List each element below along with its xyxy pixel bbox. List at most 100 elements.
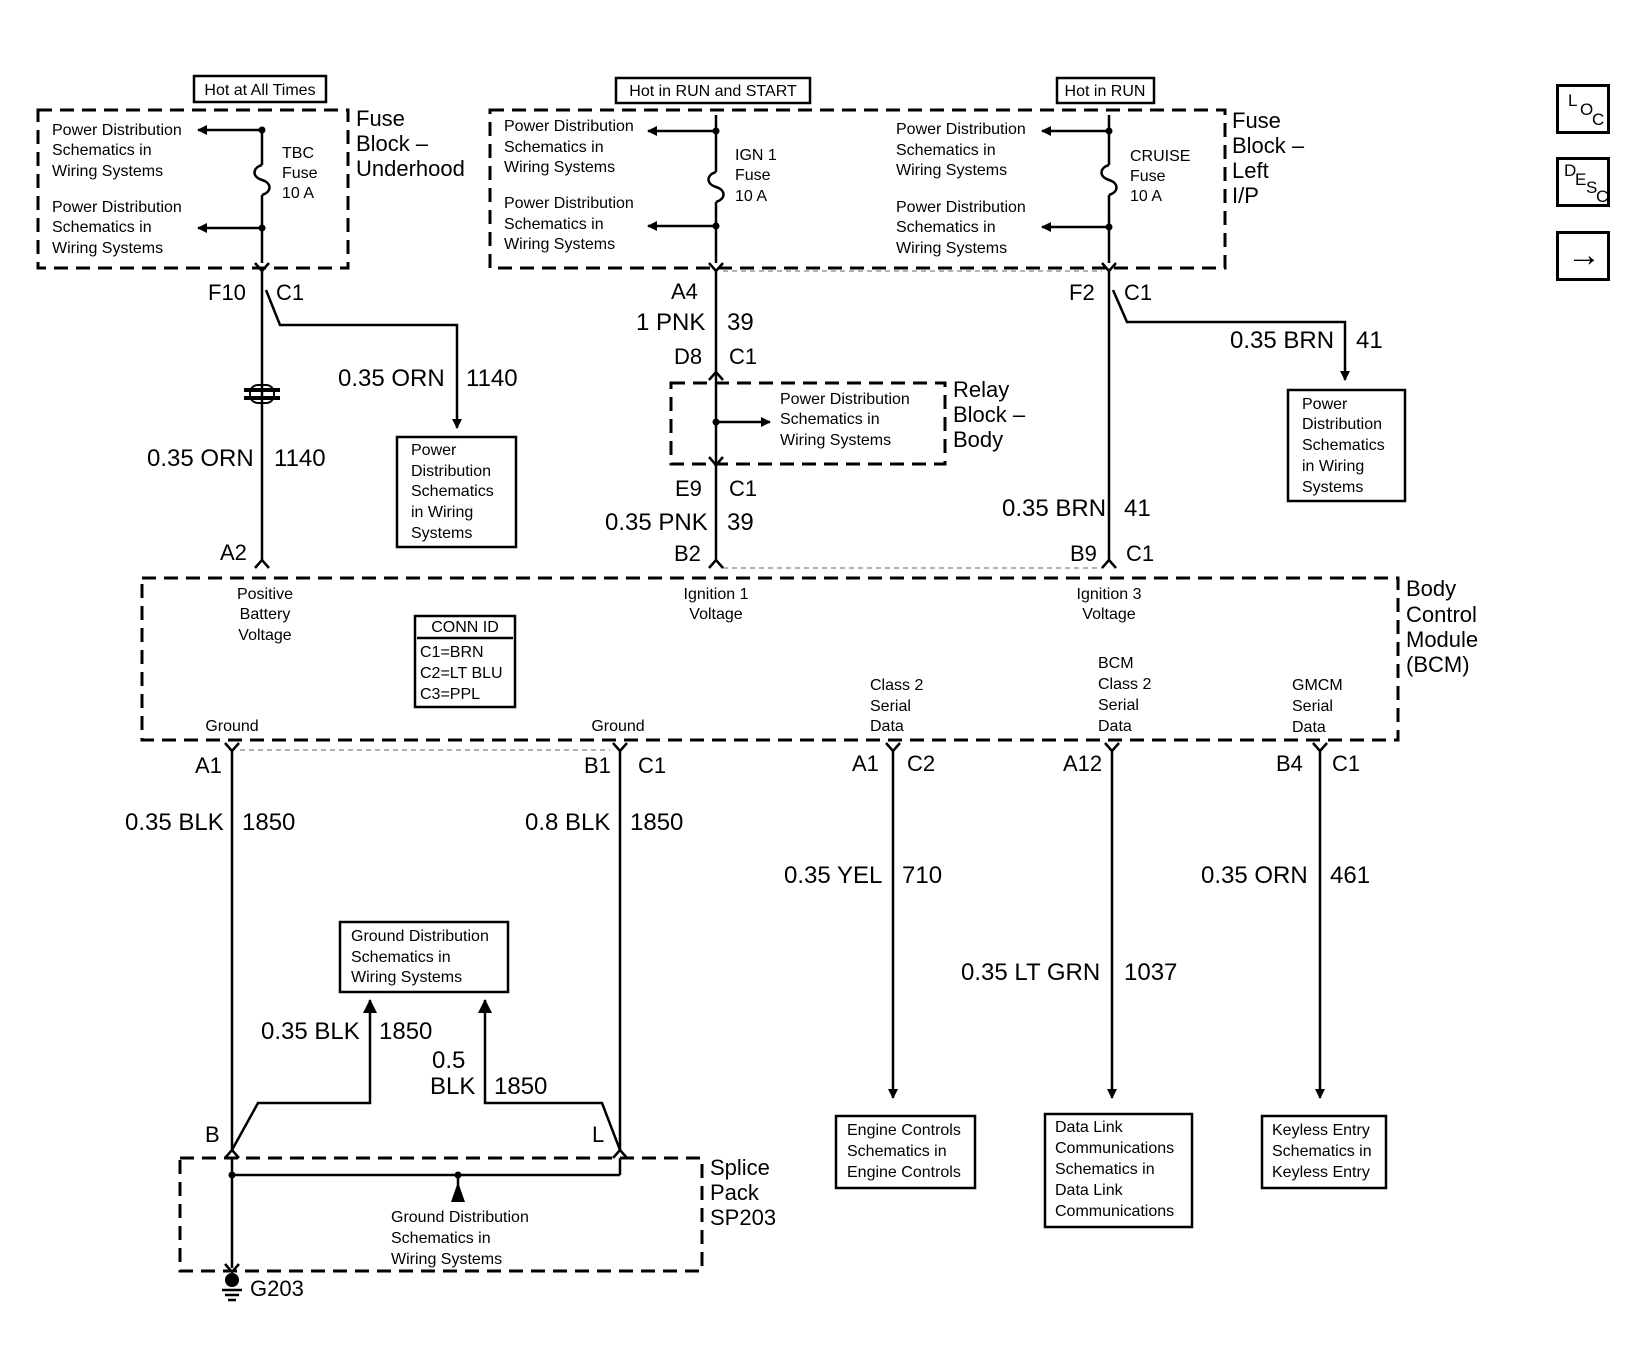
conn-c1-e9-label: C1 bbox=[729, 476, 757, 501]
pin-f10-label: F10 bbox=[208, 280, 246, 305]
svg-text:Block –: Block – bbox=[953, 402, 1026, 427]
splice-internal: Ground Distribution Schematics in Wiring… bbox=[228, 1158, 622, 1268]
circuit-label-41-main: 41 bbox=[1124, 495, 1151, 522]
splice-pack-outline bbox=[178, 1156, 704, 1273]
circuit-label-1850-b1: 1850 bbox=[630, 809, 683, 836]
svg-text:Splice: Splice bbox=[710, 1155, 770, 1180]
pds-label-underhood-top: Power Distribution Schematics in Wiring … bbox=[52, 122, 182, 180]
pin-a2-label: A2 bbox=[220, 540, 247, 565]
svg-text:10 A: 10 A bbox=[735, 188, 767, 205]
svg-text:Wiring Systems: Wiring Systems bbox=[896, 240, 1007, 257]
svg-text:Serial: Serial bbox=[1292, 698, 1333, 715]
svg-text:CONN ID: CONN ID bbox=[431, 619, 499, 636]
wire-label-pnk-main: 0.35 PNK bbox=[605, 509, 708, 536]
svg-text:Power Distribution: Power Distribution bbox=[896, 121, 1026, 138]
relay-block-outline bbox=[669, 381, 947, 466]
connector-a1-c2 bbox=[885, 742, 901, 753]
loc-letter-c: C bbox=[1592, 110, 1605, 129]
loc-button[interactable]: L O C bbox=[1556, 84, 1610, 134]
svg-text:Power: Power bbox=[411, 442, 457, 459]
pin-b2-label: B2 bbox=[674, 541, 701, 566]
fuse-block-underhood-title: Fuse Block – Underhood bbox=[356, 106, 465, 181]
svg-text:10 A: 10 A bbox=[1130, 188, 1162, 205]
ign1-fuse: IGN 1 Fuse 10 A bbox=[647, 115, 777, 263]
bcm-outline bbox=[140, 576, 1400, 742]
pds-label-underhood-bottom: Power Distribution Schematics in Wiring … bbox=[52, 199, 182, 257]
svg-text:Fuse: Fuse bbox=[735, 167, 771, 184]
bcm-label-gmcm: GMCM Serial Data bbox=[1292, 677, 1343, 736]
fuse-block-underhood-outline bbox=[36, 108, 350, 270]
svg-text:SP203: SP203 bbox=[710, 1205, 776, 1230]
loc-letter-l: L bbox=[1568, 91, 1578, 110]
svg-text:Communications: Communications bbox=[1055, 1140, 1174, 1157]
wire-label-blk-b1: 0.8 BLK bbox=[525, 809, 610, 836]
desc-letter-c: C bbox=[1596, 187, 1609, 206]
engine-controls-box: Engine Controls Schematics in Engine Con… bbox=[834, 1114, 977, 1190]
wire-label-orn-461: 0.35 ORN bbox=[1201, 862, 1308, 889]
desc-button[interactable]: D E S C bbox=[1556, 157, 1610, 207]
svg-text:Class 2: Class 2 bbox=[1098, 676, 1151, 693]
next-button[interactable]: → bbox=[1556, 231, 1610, 281]
svg-text:Data Link: Data Link bbox=[1055, 1119, 1124, 1136]
bcm-label-ignition3: Ignition 3 Voltage bbox=[1077, 586, 1142, 623]
svg-text:CRUISE: CRUISE bbox=[1130, 148, 1190, 165]
svg-text:Systems: Systems bbox=[411, 525, 472, 542]
svg-text:Power Distribution: Power Distribution bbox=[896, 199, 1026, 216]
splice-pin-b-label: B bbox=[205, 1122, 220, 1147]
svg-text:in Wiring: in Wiring bbox=[411, 504, 473, 521]
loc-letter-o: O bbox=[1580, 100, 1594, 119]
circuit-label-41-top: 41 bbox=[1356, 327, 1383, 354]
svg-text:Schematics in: Schematics in bbox=[1055, 1161, 1155, 1178]
svg-text:Schematics: Schematics bbox=[411, 483, 494, 500]
svg-text:Data: Data bbox=[870, 718, 904, 735]
header-hot-all-times: Hot at All Times bbox=[192, 74, 328, 104]
wire-label-yel: 0.35 YEL bbox=[784, 862, 882, 889]
svg-text:Wiring Systems: Wiring Systems bbox=[391, 1251, 502, 1268]
connector-b4 bbox=[1312, 742, 1328, 753]
svg-text:Power: Power bbox=[1302, 396, 1348, 413]
svg-text:Module: Module bbox=[1406, 627, 1478, 652]
cruise-fuse: CRUISE Fuse 10 A bbox=[1041, 115, 1190, 263]
svg-text:Communications: Communications bbox=[1055, 1203, 1174, 1220]
svg-text:Keyless Entry: Keyless Entry bbox=[1272, 1164, 1370, 1181]
svg-text:Battery: Battery bbox=[240, 606, 291, 623]
pin-e9-label: E9 bbox=[675, 476, 702, 501]
svg-text:Ground Distribution: Ground Distribution bbox=[391, 1209, 529, 1226]
svg-text:Schematics in: Schematics in bbox=[780, 411, 880, 428]
wire-label-ltgrn: 0.35 LT GRN bbox=[961, 959, 1100, 986]
svg-text:Wiring Systems: Wiring Systems bbox=[351, 969, 462, 986]
data-link-box: Data Link Communications Schematics in D… bbox=[1043, 1112, 1194, 1229]
svg-text:(BCM): (BCM) bbox=[1406, 652, 1470, 677]
arrow-right-icon: → bbox=[1567, 236, 1601, 274]
svg-text:Hot at All Times: Hot at All Times bbox=[204, 82, 315, 99]
circuit-label-1140-main: 1140 bbox=[274, 445, 326, 472]
svg-text:Schematics in: Schematics in bbox=[896, 142, 996, 159]
pin-a1-label: A1 bbox=[195, 753, 222, 778]
header-hot-run-start: Hot in RUN and START bbox=[614, 76, 812, 105]
svg-text:Power Distribution: Power Distribution bbox=[504, 118, 634, 135]
svg-text:Voltage: Voltage bbox=[238, 627, 291, 644]
svg-text:BCM: BCM bbox=[1098, 655, 1134, 672]
svg-text:Engine Controls: Engine Controls bbox=[847, 1164, 961, 1181]
conn-c1-b1-label: C1 bbox=[638, 753, 666, 778]
svg-text:Schematics in: Schematics in bbox=[52, 219, 152, 236]
svg-text:Voltage: Voltage bbox=[689, 606, 742, 623]
svg-text:Fuse: Fuse bbox=[356, 106, 405, 131]
svg-text:Distribution: Distribution bbox=[1302, 416, 1382, 433]
svg-text:Schematics in: Schematics in bbox=[847, 1143, 947, 1160]
splice-pack-title: Splice Pack SP203 bbox=[710, 1155, 776, 1230]
svg-text:Fuse: Fuse bbox=[1130, 168, 1166, 185]
svg-text:Block –: Block – bbox=[1232, 133, 1305, 158]
svg-text:Serial: Serial bbox=[870, 698, 911, 715]
svg-text:Schematics in: Schematics in bbox=[896, 219, 996, 236]
svg-text:Hot in RUN: Hot in RUN bbox=[1065, 83, 1146, 100]
conn-c1-b9-label: C1 bbox=[1126, 541, 1154, 566]
svg-text:Wiring Systems: Wiring Systems bbox=[52, 240, 163, 257]
pds-label-ign-top: Power Distribution Schematics in Wiring … bbox=[504, 118, 634, 176]
circuit-label-710: 710 bbox=[902, 862, 942, 889]
connector-a2 bbox=[254, 558, 270, 569]
bcm-label-ground-b1: Ground bbox=[591, 718, 644, 735]
pin-a1-c2-label: A1 bbox=[852, 751, 879, 776]
relay-internal: Power Distribution Schematics in Wiring … bbox=[708, 370, 910, 467]
svg-text:Pack: Pack bbox=[710, 1180, 760, 1205]
